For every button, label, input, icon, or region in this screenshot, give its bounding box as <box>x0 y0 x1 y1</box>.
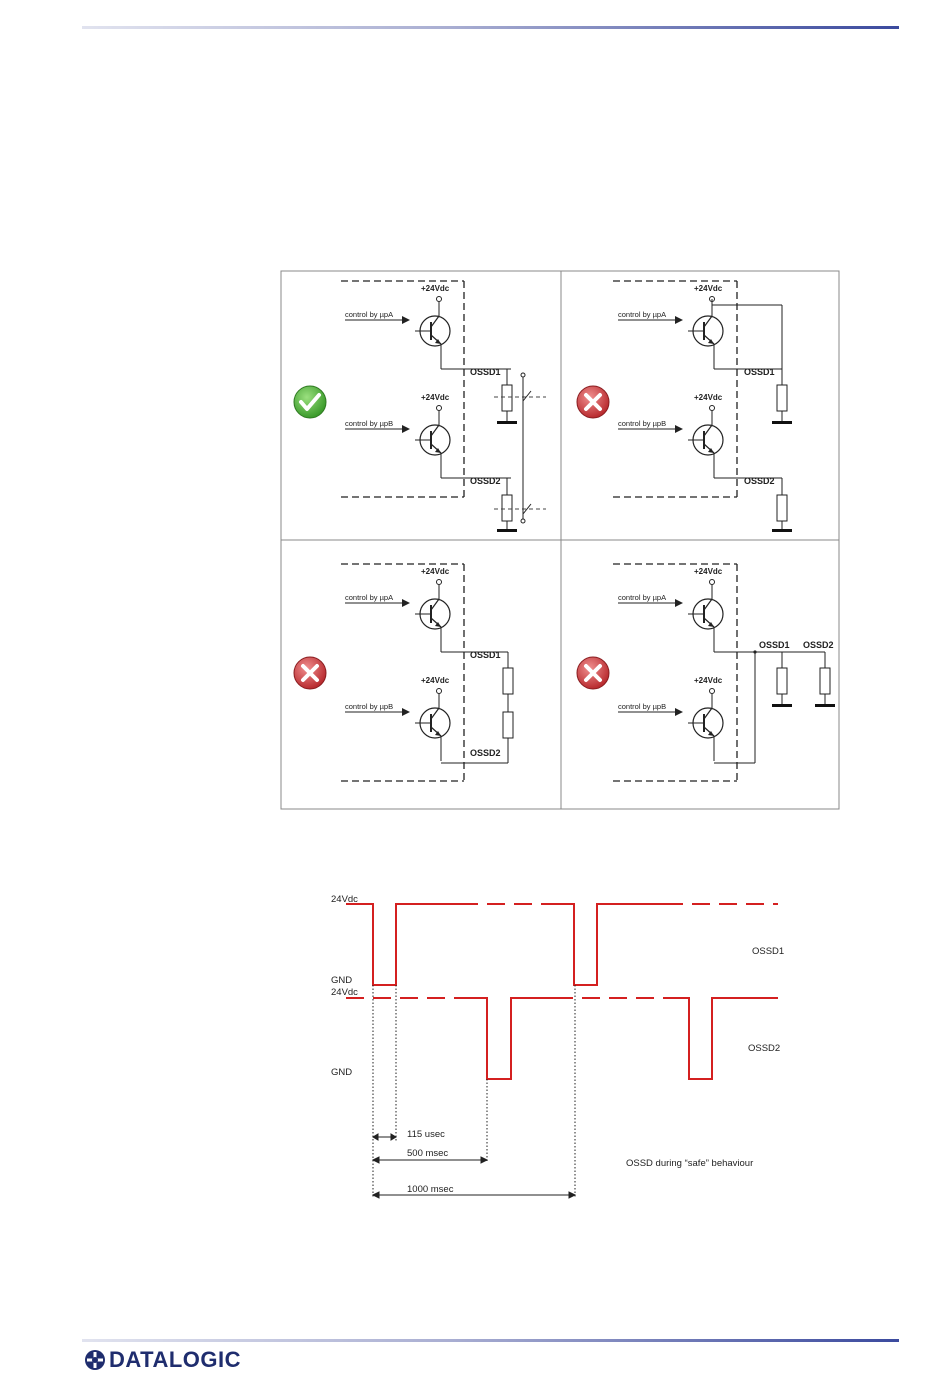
ossd2-label: OSSD2 <box>744 476 775 486</box>
cross-icon <box>576 656 610 690</box>
supply-label: +24Vdc <box>421 567 450 576</box>
supply-label: +24Vdc <box>694 567 723 576</box>
brand-name: DATALOGIC <box>109 1347 241 1372</box>
check-icon <box>293 385 327 419</box>
control-a-label: control by µpA <box>345 310 393 319</box>
cross-icon <box>576 385 610 419</box>
supply-label: +24Vdc <box>421 676 450 685</box>
control-b-label: control by µpB <box>345 419 393 428</box>
ossd1-label: OSSD1 <box>759 640 790 650</box>
control-b-label: control by µpB <box>618 702 666 711</box>
ossd-wiring-diagram: +24Vdc control by µpA OSSD1 +24Vdc contr… <box>280 270 840 810</box>
control-a-label: control by µpA <box>345 593 393 602</box>
control-b-label: control by µpB <box>345 702 393 711</box>
panel-wrong-wiring-short-to-supply: +24Vdc control by µpA OSSD1 +24Vdc contr… <box>576 280 792 532</box>
supply-label: +24Vdc <box>421 393 450 402</box>
control-a-label: control by µpA <box>618 593 666 602</box>
control-b-label: control by µpB <box>618 419 666 428</box>
footer-rule <box>82 1339 899 1342</box>
panel-wrong-wiring-series-load: +24Vdc control by µpA OSSD1 +24Vdc contr… <box>293 563 514 782</box>
period-label: 1000 msec <box>407 1184 454 1195</box>
supply-label: +24Vdc <box>421 284 450 293</box>
level-high-1-label: 24Vdc <box>331 894 358 905</box>
ossd1-label: OSSD1 <box>470 367 501 377</box>
level-low-2-label: GND <box>331 1067 352 1078</box>
signal-1-label: OSSD1 <box>752 946 784 957</box>
ossd1-label: OSSD1 <box>744 367 775 377</box>
panel-wrong-wiring-outputs-shorted: +24Vdc control by µpA OSSD1 OSSD2 +24Vdc… <box>576 563 835 782</box>
supply-label: +24Vdc <box>694 284 723 293</box>
cross-icon <box>293 656 327 690</box>
ossd2-waveform <box>346 997 778 1080</box>
ossd1-waveform <box>346 903 778 986</box>
panel-correct-wiring: +24Vdc control by µpA OSSD1 +24Vdc contr… <box>293 280 546 532</box>
ossd2-label: OSSD2 <box>470 476 501 486</box>
level-high-2-label: 24Vdc <box>331 987 358 998</box>
ossd2-label: OSSD2 <box>803 640 834 650</box>
level-low-1-label: GND <box>331 975 352 986</box>
header-rule <box>82 26 899 29</box>
datalogic-logo: DATALOGIC <box>84 1346 241 1374</box>
ossd2-label: OSSD2 <box>470 748 501 758</box>
ossd-timing-diagram: 24Vdc GND 24Vdc GND OSSD1 OSSD2 115 usec… <box>331 894 784 1199</box>
ossd1-label: OSSD1 <box>470 650 501 660</box>
supply-label: +24Vdc <box>694 393 723 402</box>
offset-label: 500 msec <box>407 1148 448 1159</box>
control-a-label: control by µpA <box>618 310 666 319</box>
supply-label: +24Vdc <box>694 676 723 685</box>
signal-2-label: OSSD2 <box>748 1043 780 1054</box>
timing-caption: OSSD during “safe” behaviour <box>626 1158 753 1169</box>
pulse-width-label: 115 usec <box>407 1129 445 1140</box>
datalogic-emblem-icon <box>85 1350 105 1370</box>
